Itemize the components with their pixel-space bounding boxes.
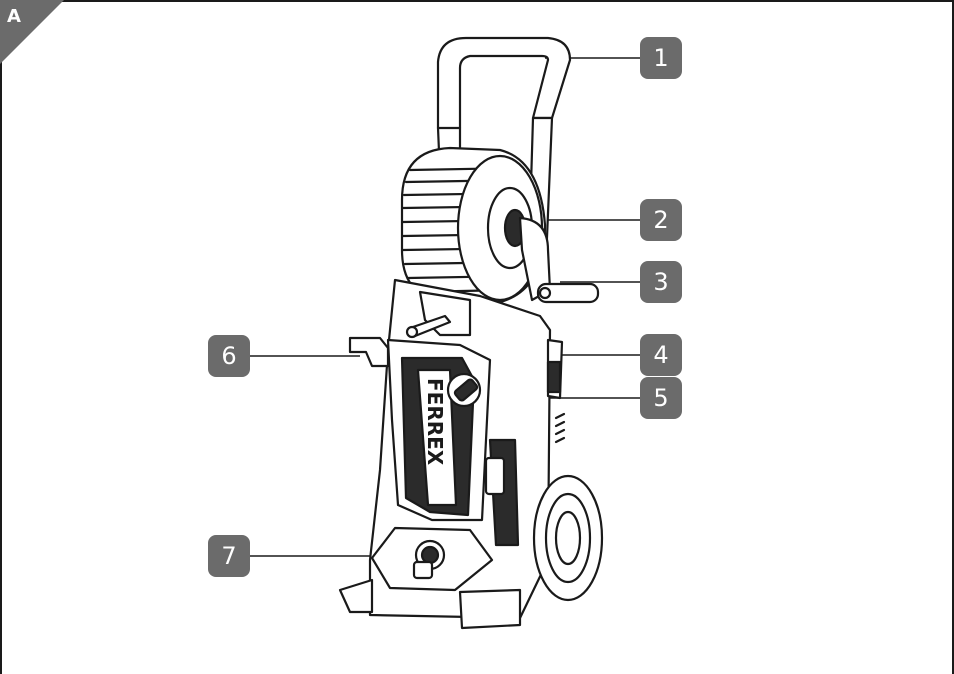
water-inlet: [412, 539, 446, 580]
callout-6: 6: [208, 335, 250, 377]
cable-hook: [348, 336, 390, 368]
hose-nozzle: [405, 314, 452, 339]
side-grip: [484, 438, 520, 547]
side-holder: [546, 338, 564, 400]
wheel: [532, 474, 604, 602]
corner-tab: [0, 0, 64, 64]
callout-7: 7: [208, 535, 250, 577]
callout-4: 4: [640, 334, 682, 376]
callout-3: 3: [640, 261, 682, 303]
section-label: A: [7, 6, 21, 27]
callout-1: 1: [640, 37, 682, 79]
callout-2: 2: [640, 199, 682, 241]
callout-5: 5: [640, 377, 682, 419]
vent-slots: [554, 412, 566, 444]
reel-crank: [518, 216, 600, 304]
control-knob: [446, 372, 482, 408]
hose-reel: [400, 146, 547, 304]
brand-label: FERREX: [423, 378, 447, 466]
pressure-washer: [338, 36, 604, 630]
